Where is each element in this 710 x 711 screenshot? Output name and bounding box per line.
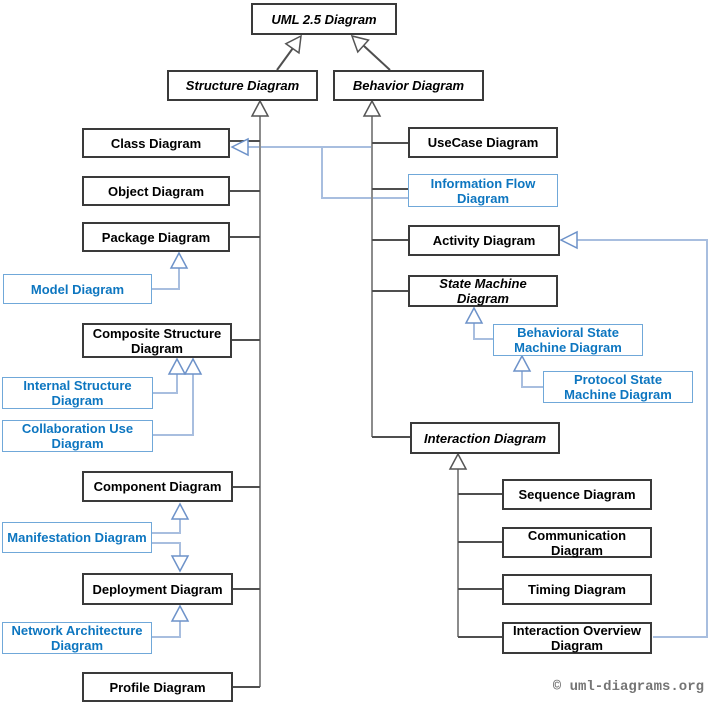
- node-object-diagram[interactable]: Object Diagram: [82, 176, 230, 206]
- gray-branch-lines: [230, 45, 502, 688]
- node-state-machine-diagram[interactable]: State Machine Diagram: [408, 275, 558, 307]
- node-interaction-overview-diagram[interactable]: Interaction Overview Diagram: [502, 622, 652, 654]
- node-deployment-diagram[interactable]: Deployment Diagram: [82, 573, 233, 605]
- copyright-notice: © uml-diagrams.org: [552, 679, 704, 695]
- gray-trunk-lines: [259, 115, 459, 687]
- node-uml-25-diagram[interactable]: UML 2.5 Diagram: [251, 3, 397, 35]
- gray-arrowheads: [250, 34, 468, 470]
- node-profile-diagram[interactable]: Profile Diagram: [82, 672, 233, 702]
- node-behavior-diagram[interactable]: Behavior Diagram: [333, 70, 484, 101]
- node-interaction-diagram[interactable]: Interaction Diagram: [410, 422, 560, 454]
- blue-connector-lines: [152, 146, 708, 638]
- node-model-diagram[interactable]: Model Diagram: [3, 274, 152, 304]
- node-internal-structure-diagram[interactable]: Internal Structure Diagram: [2, 377, 153, 409]
- node-composite-structure-diagram[interactable]: Composite Structure Diagram: [82, 323, 232, 358]
- node-behavioral-state-machine-diagram[interactable]: Behavioral State Machine Diagram: [493, 324, 643, 356]
- node-class-diagram[interactable]: Class Diagram: [82, 128, 230, 158]
- node-usecase-diagram[interactable]: UseCase Diagram: [408, 127, 558, 158]
- node-component-diagram[interactable]: Component Diagram: [82, 471, 233, 502]
- node-protocol-state-machine-diagram[interactable]: Protocol State Machine Diagram: [543, 371, 693, 403]
- node-package-diagram[interactable]: Package Diagram: [82, 222, 230, 252]
- node-network-architecture-diagram[interactable]: Network Architecture Diagram: [2, 622, 152, 654]
- node-manifestation-diagram[interactable]: Manifestation Diagram: [2, 522, 152, 553]
- node-sequence-diagram[interactable]: Sequence Diagram: [502, 479, 652, 510]
- node-timing-diagram[interactable]: Timing Diagram: [502, 574, 652, 605]
- blue-arrowheads: [167, 137, 578, 622]
- node-collaboration-use-diagram[interactable]: Collaboration Use Diagram: [2, 420, 153, 452]
- node-communication-diagram[interactable]: Communication Diagram: [502, 527, 652, 558]
- node-activity-diagram[interactable]: Activity Diagram: [408, 225, 560, 256]
- node-structure-diagram[interactable]: Structure Diagram: [167, 70, 318, 101]
- node-information-flow-diagram[interactable]: Information Flow Diagram: [408, 174, 558, 207]
